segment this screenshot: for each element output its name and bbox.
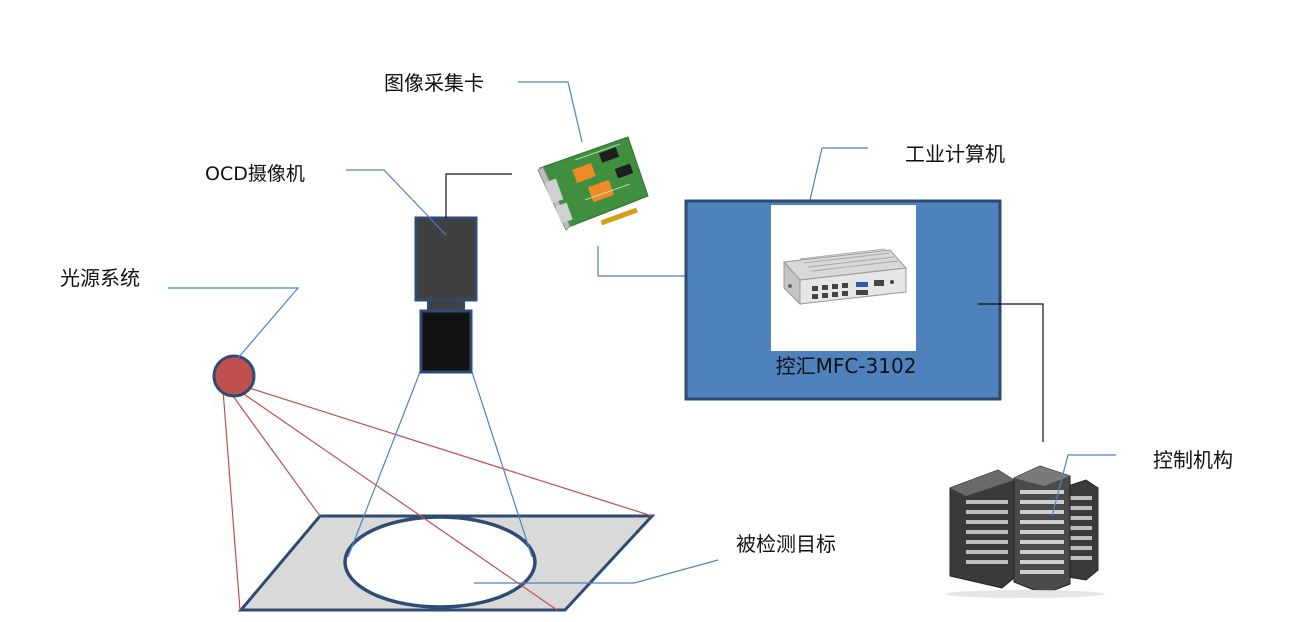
label-inspected-target: 被检测目标 <box>736 532 836 556</box>
leader-computer <box>809 147 868 201</box>
industrial-computer-group: 控汇MFC-3102 <box>684 199 1002 401</box>
label-light-source: 光源系统 <box>60 266 140 290</box>
camera-icon <box>414 216 478 374</box>
computer-model-label: 控汇MFC-3102 <box>776 354 917 378</box>
target-inspection-ellipse <box>343 515 537 609</box>
leader-lines <box>168 81 1116 584</box>
label-industrial-computer: 工业计算机 <box>905 142 1005 166</box>
camera-lens <box>419 309 473 374</box>
leader-capture-card <box>518 81 583 143</box>
label-ocd-camera: OCD摄像机 <box>205 163 305 185</box>
camera-field-of-view <box>347 371 533 558</box>
label-control-mechanism: 控制机构 <box>1153 448 1233 472</box>
light-rays <box>222 386 653 611</box>
computer-control-connector <box>978 303 1044 442</box>
server-rack-icon <box>945 465 1105 598</box>
leader-control <box>1051 454 1116 517</box>
camera-body <box>414 216 478 302</box>
leader-target <box>474 559 719 584</box>
leader-camera <box>346 169 447 236</box>
label-image-capture-card: 图像采集卡 <box>384 71 484 95</box>
light-source-icon <box>212 354 256 398</box>
leader-light-source <box>168 287 300 359</box>
inspected-target-group <box>237 514 656 612</box>
camera-mount <box>427 299 465 311</box>
camera-card-connector <box>445 173 512 218</box>
capture-card-icon <box>537 136 649 231</box>
industrial-pc-icon <box>782 248 908 306</box>
card-computer-connector <box>597 246 688 277</box>
